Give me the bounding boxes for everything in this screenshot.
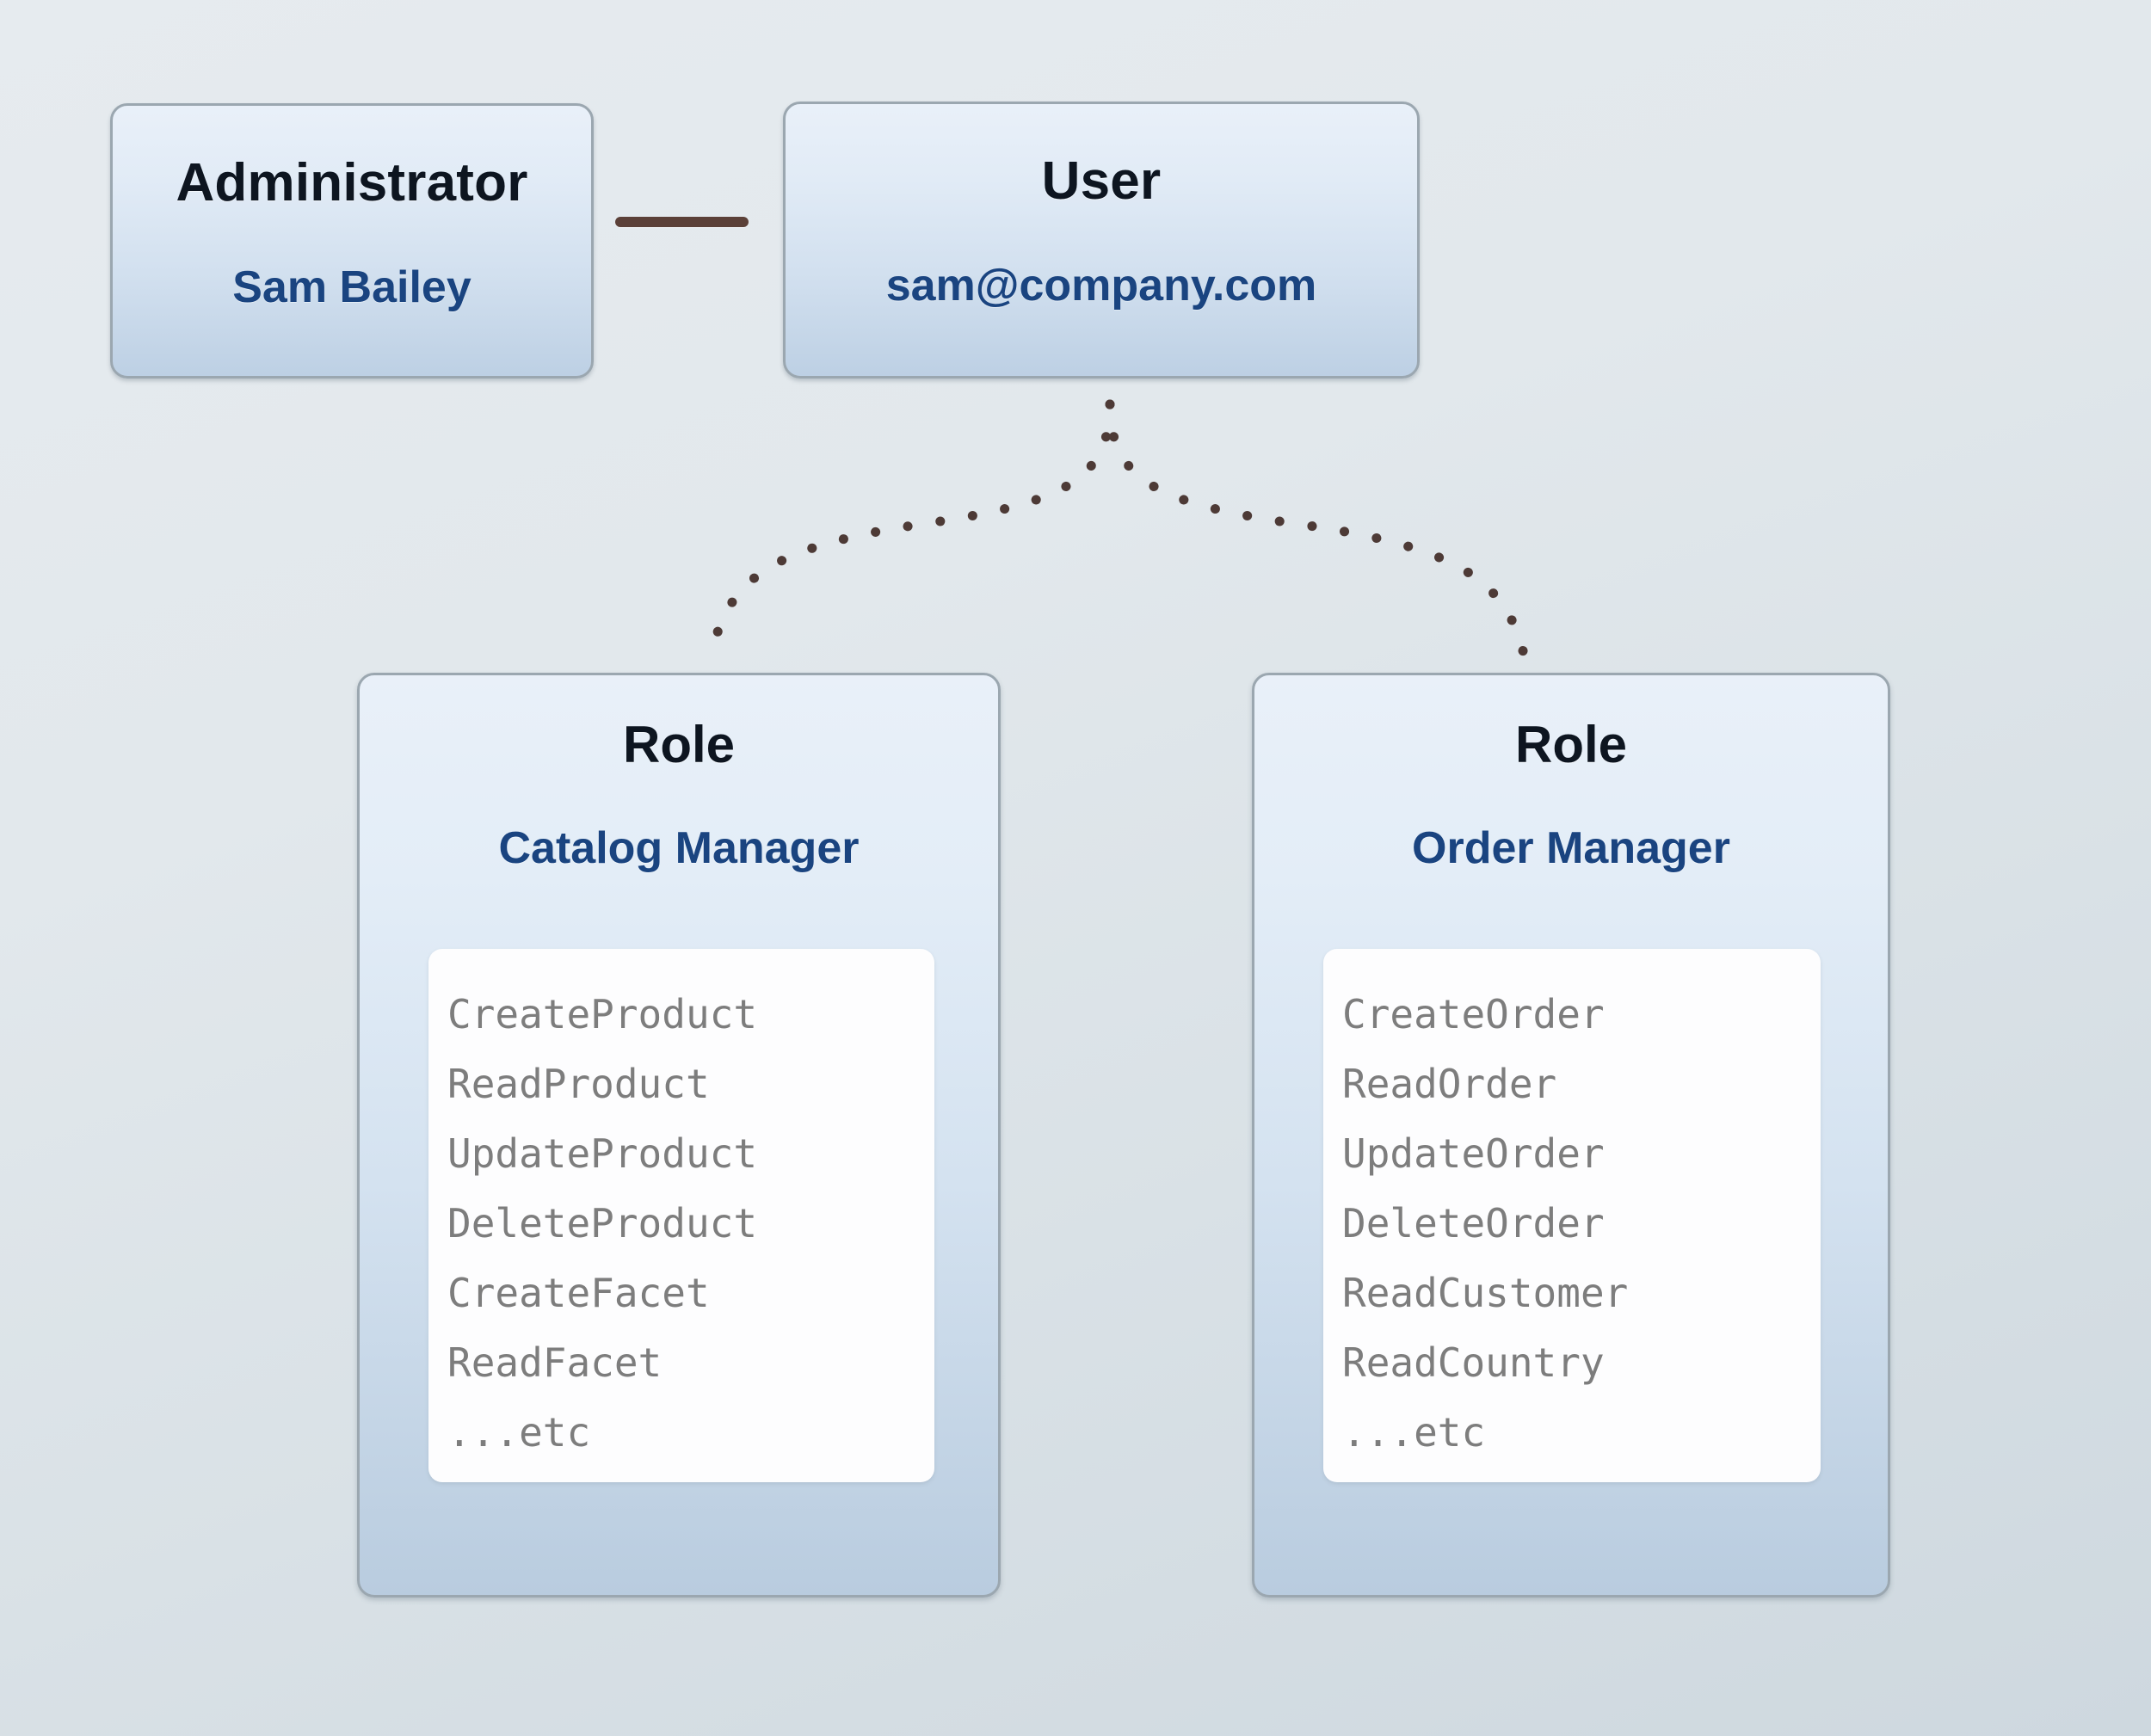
permission-item: DeleteProduct (447, 1200, 758, 1247)
administrator-type-label: Administrator (176, 153, 528, 212)
role-card-order-manager[interactable]: Role Order Manager CreateOrder ReadOrder… (1252, 673, 1890, 1597)
edge-user-to-catalog-manager (706, 399, 1115, 663)
user-node[interactable]: User sam@company.com (783, 102, 1420, 379)
permission-item: ReadProduct (447, 1061, 710, 1107)
permission-item: ReadFacet (447, 1339, 663, 1386)
permission-item: ReadCustomer (1342, 1270, 1629, 1316)
edge-user-to-order-manager (1105, 399, 1530, 663)
user-type-label: User (1041, 151, 1162, 211)
permission-item: CreateOrder (1342, 991, 1605, 1037)
administrator-user-link (615, 217, 749, 227)
permission-item: CreateProduct (447, 991, 758, 1037)
permission-item: ReadCountry (1342, 1339, 1605, 1386)
user-email-label: sam@company.com (885, 261, 1317, 311)
permission-panel: CreateOrder ReadOrder UpdateOrder Delete… (1323, 949, 1821, 1482)
role-name-label: Catalog Manager (498, 823, 860, 873)
role-type-label: Role (1514, 716, 1628, 773)
role-card-catalog-manager[interactable]: Role Catalog Manager CreateProduct ReadP… (357, 673, 1001, 1597)
permission-item: DeleteOrder (1342, 1200, 1605, 1247)
permission-item: CreateFacet (447, 1270, 710, 1316)
role-name-label: Order Manager (1412, 823, 1730, 873)
administrator-node[interactable]: Administrator Sam Bailey (110, 103, 594, 379)
permission-panel: CreateProduct ReadProduct UpdateProduct … (428, 949, 934, 1482)
administrator-name-label: Sam Bailey (232, 262, 471, 312)
permission-item: ...etc (447, 1409, 591, 1456)
role-type-label: Role (622, 716, 736, 773)
permission-item: ReadOrder (1342, 1061, 1557, 1107)
permission-item: UpdateProduct (447, 1130, 758, 1177)
permission-item: ...etc (1342, 1409, 1486, 1456)
permission-item: UpdateOrder (1342, 1130, 1605, 1177)
